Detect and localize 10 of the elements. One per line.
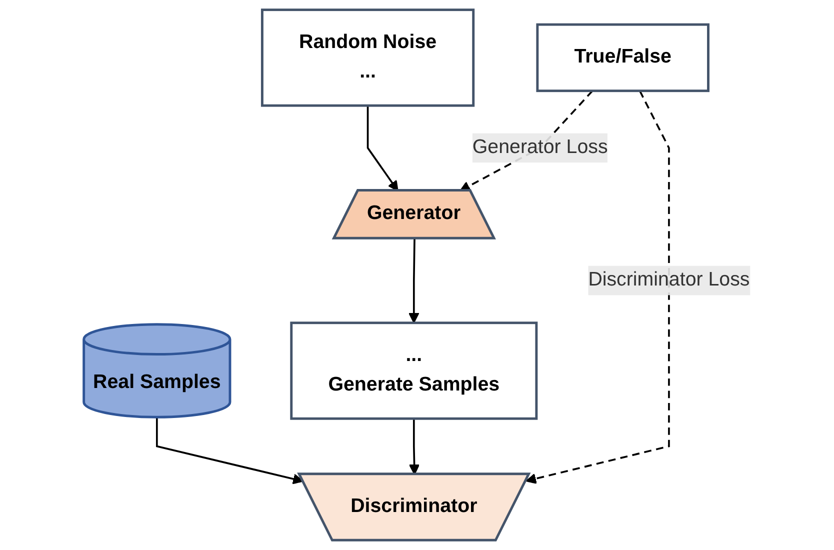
node-box: True/False	[536, 23, 710, 92]
edge-label: Generator Loss	[472, 136, 608, 158]
arrow	[367, 106, 399, 192]
edge-label: Discriminator Loss	[588, 269, 750, 290]
node-box: Random Noise ...	[261, 8, 475, 107]
arrow	[526, 90, 670, 484]
arrow	[156, 417, 304, 484]
node-box: ... Generate Samples	[290, 322, 538, 420]
arrow	[408, 238, 420, 324]
arrow	[409, 418, 420, 475]
